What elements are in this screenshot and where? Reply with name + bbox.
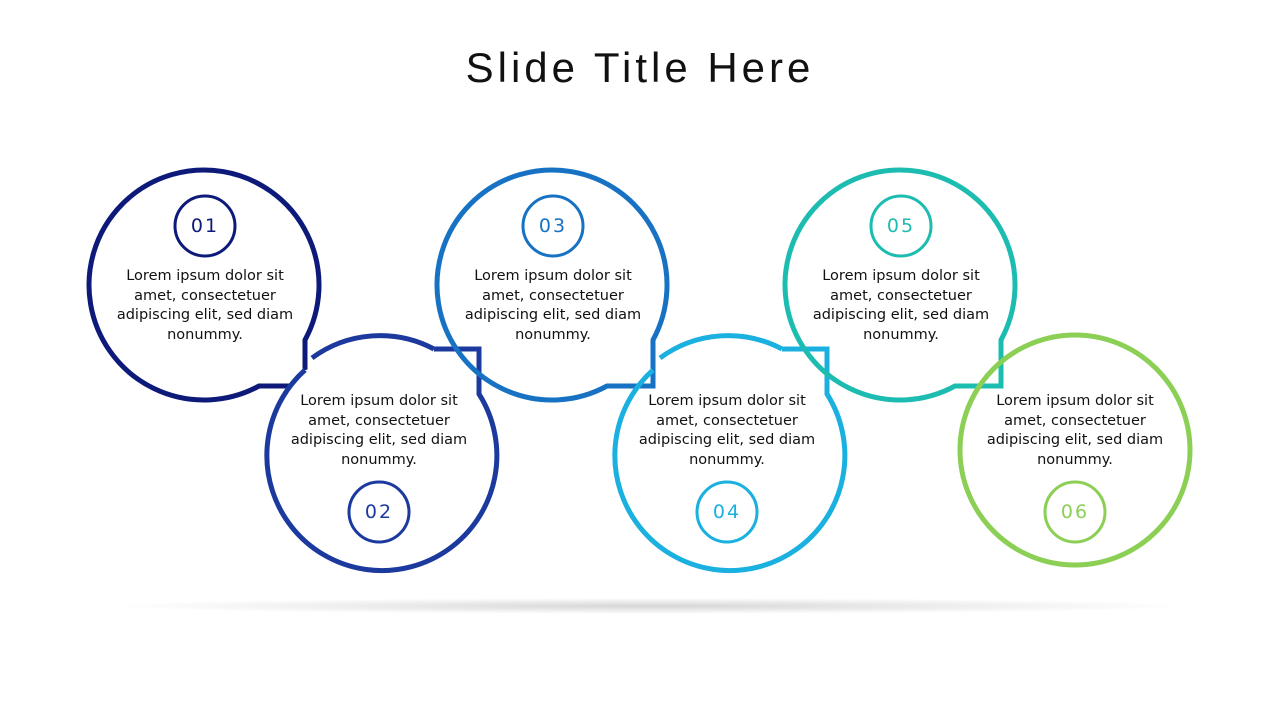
step-02-arc: [310, 333, 436, 361]
step-06-text: Lorem ipsum dolor sit amet, consectetuer…: [986, 393, 1164, 468]
step-01-bubble: [86, 167, 322, 403]
slide-title: Slide Title Here: [465, 44, 815, 91]
step-04-bubble: [612, 346, 848, 574]
step-05-number: 05: [886, 215, 916, 237]
step-04-number: 04: [712, 501, 742, 523]
step-02-number: 02: [364, 501, 394, 523]
step-04-arc: [658, 333, 784, 361]
step-02-text: Lorem ipsum dolor sit amet, consectetuer…: [290, 393, 468, 468]
step-05-bubble: [782, 167, 1018, 403]
step-01-number-ring: [173, 194, 237, 258]
step-03-text: Lorem ipsum dolor sit amet, consectetuer…: [464, 268, 642, 343]
step-02-number-ring: [347, 480, 411, 544]
step-06-number-ring: [1043, 480, 1107, 544]
step-04-text: Lorem ipsum dolor sit amet, consectetuer…: [638, 393, 816, 468]
step-01-text: Lorem ipsum dolor sit amet, consectetuer…: [116, 268, 294, 343]
step-05-text: Lorem ipsum dolor sit amet, consectetuer…: [812, 268, 990, 343]
step-04-number-ring: [695, 480, 759, 544]
step-02-bubble: [264, 346, 500, 574]
step-01-number: 01: [190, 215, 220, 237]
step-03-number-ring: [521, 194, 585, 258]
step-05-number-ring: [869, 194, 933, 258]
floor-shadow: [120, 598, 1180, 614]
step-06-bubble: [957, 332, 1193, 568]
step-06-number: 06: [1060, 501, 1090, 523]
step-03-number: 03: [538, 215, 568, 237]
step-03-bubble: [434, 167, 670, 403]
